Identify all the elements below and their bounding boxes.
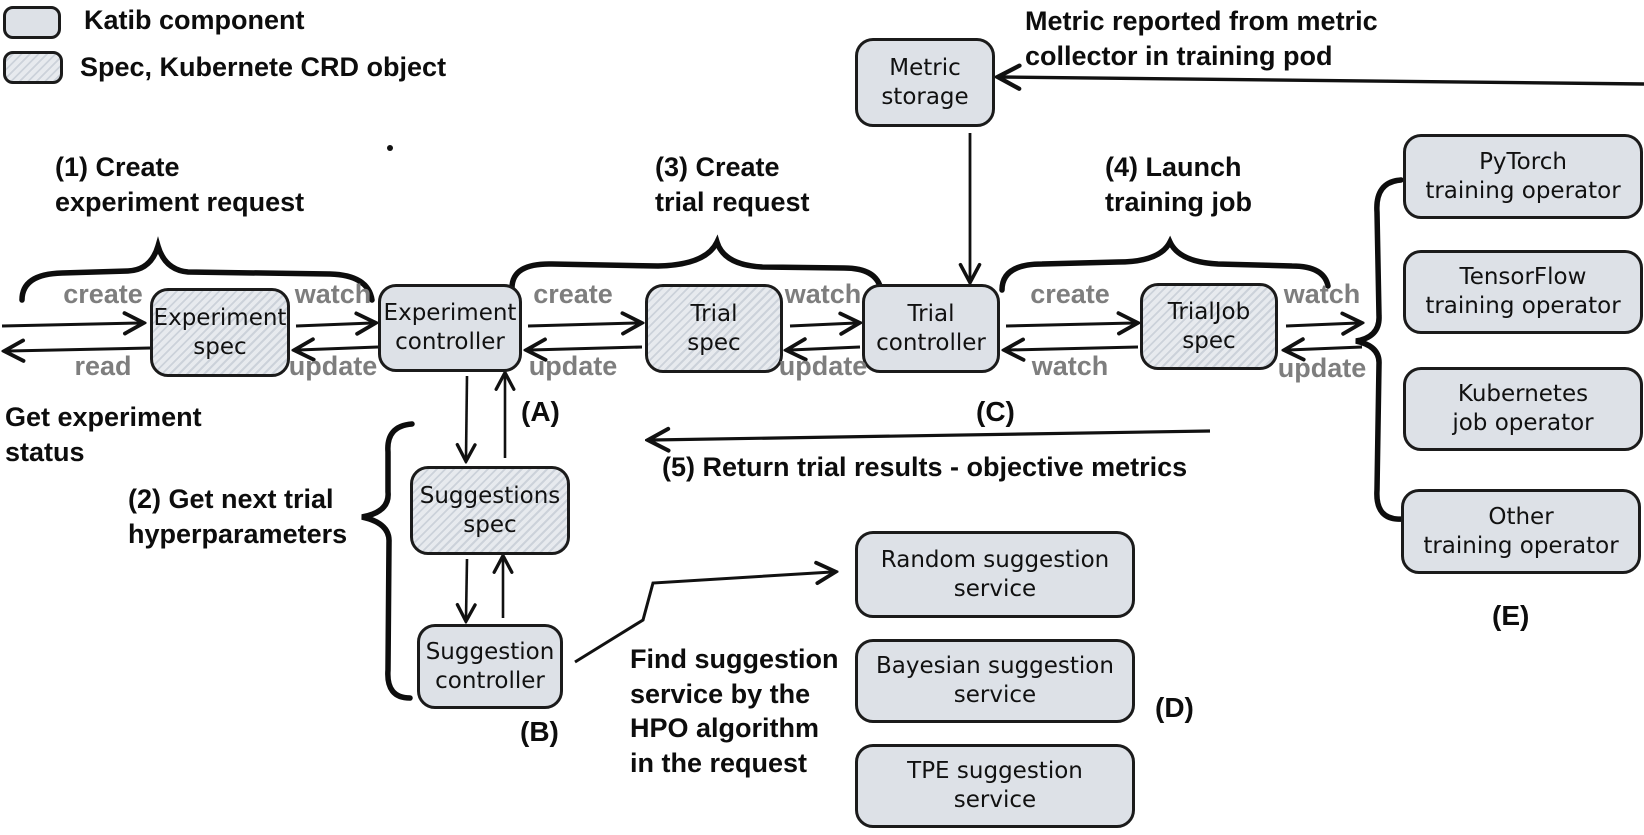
brace-operators bbox=[1355, 177, 1406, 522]
edge-label-read-0: read bbox=[74, 351, 132, 381]
annotation-metric-note: Metric reported from metric collector in… bbox=[1025, 6, 1378, 71]
edge-label-create-0: create bbox=[63, 279, 143, 309]
legend-katib-label: Katib component bbox=[84, 5, 305, 35]
brace-step2 bbox=[361, 421, 415, 701]
node-trial-controller: Trial controller bbox=[862, 284, 1000, 373]
node-experiment-spec: Experiment spec bbox=[150, 288, 290, 377]
node-trial-spec: Trial spec bbox=[645, 284, 783, 373]
marker-e: (E) bbox=[1492, 600, 1530, 631]
return-results-arrow bbox=[652, 431, 1211, 440]
node-other-operator: Other training operator bbox=[1401, 489, 1641, 574]
marker-d: (D) bbox=[1155, 692, 1194, 723]
annotation-step4: (4) Launch training job bbox=[1105, 152, 1252, 217]
annotation-find-service: Find suggestion service by the HPO algor… bbox=[630, 644, 839, 778]
legend-spec-swatch bbox=[3, 51, 63, 84]
node-suggestions-spec: Suggestions spec bbox=[410, 466, 570, 555]
legend-spec-label: Spec, Kubernete CRD object bbox=[80, 52, 447, 82]
annotation-step2: (2) Get next trial hyperparameters bbox=[128, 484, 348, 549]
metric-report-arrow bbox=[1002, 77, 1644, 84]
edge-label-watch-3: watch bbox=[784, 279, 862, 309]
node-random-service: Random suggestion service bbox=[855, 531, 1135, 618]
edge-label-watch-1: watch bbox=[294, 279, 372, 309]
marker-b: (B) bbox=[520, 716, 559, 747]
brace-step3 bbox=[509, 234, 884, 293]
legend-katib-swatch bbox=[3, 6, 61, 39]
node-pytorch-operator: PyTorch training operator bbox=[1403, 134, 1643, 219]
edge-label-update-2: update bbox=[528, 351, 618, 381]
edge-label-update-3: update bbox=[778, 351, 868, 381]
node-tpe-service: TPE suggestion service bbox=[855, 744, 1135, 828]
node-tensorflow-operator: TensorFlow training operator bbox=[1403, 250, 1643, 334]
annotation-step1: (1) Create experiment request bbox=[55, 152, 305, 217]
node-metric-storage: Metric storage bbox=[855, 38, 995, 127]
node-trialjob-spec: TrialJob spec bbox=[1140, 283, 1278, 370]
edge-label-update-1: update bbox=[288, 351, 378, 381]
ink-dot bbox=[387, 145, 393, 151]
edge-label-update-5: update bbox=[1277, 353, 1367, 383]
annotation-step3: (3) Create trial request bbox=[655, 152, 810, 217]
suggestion-flow-arrows bbox=[466, 376, 505, 618]
brace-step1 bbox=[19, 236, 375, 303]
annotation-get-status: Get experiment status bbox=[5, 402, 202, 467]
edge-label-create-2: create bbox=[533, 279, 613, 309]
edge-label-watch-4: watch bbox=[1031, 351, 1109, 381]
brace-step4 bbox=[999, 235, 1331, 293]
marker-a: (A) bbox=[521, 396, 560, 427]
find-service-arrow bbox=[574, 572, 832, 664]
node-suggestion-controller: Suggestion controller bbox=[417, 624, 563, 709]
braces bbox=[19, 177, 1406, 701]
node-bayesian-service: Bayesian suggestion service bbox=[855, 639, 1135, 723]
node-kubernetes-job-operator: Kubernetes job operator bbox=[1403, 367, 1643, 451]
annotation-step5: (5) Return trial results - objective met… bbox=[662, 452, 1188, 482]
main-flow-arrows bbox=[2, 323, 1362, 351]
edge-label-create-4: create bbox=[1030, 279, 1110, 309]
marker-c: (C) bbox=[976, 396, 1015, 427]
node-experiment-controller: Experiment controller bbox=[378, 284, 522, 372]
edge-label-watch-5: watch bbox=[1283, 279, 1361, 309]
